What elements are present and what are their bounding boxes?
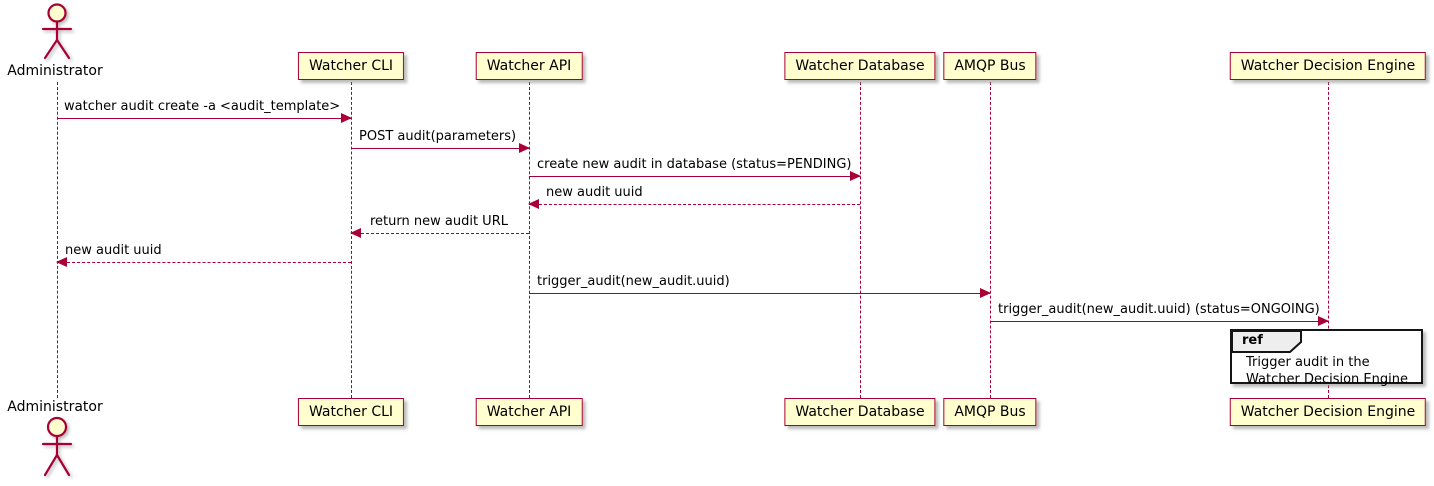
- ref-tab-shape: [1231, 330, 1302, 353]
- lifeline-watcher-api: [529, 82, 530, 398]
- participant-amqp-bus-top: AMQP Bus: [943, 52, 1037, 80]
- message-line: [57, 262, 351, 263]
- ref-keyword: ref: [1242, 333, 1263, 348]
- arrowhead-left-icon: [528, 199, 539, 210]
- ref-text: Trigger audit in the Watcher Decision En…: [1246, 354, 1408, 388]
- participant-watcher-cli-top: Watcher CLI: [297, 52, 405, 80]
- arrowhead-right-icon: [850, 171, 861, 182]
- lifeline-watcher-cli: [351, 82, 352, 398]
- ref-text-line2: Watcher Decision Engine: [1246, 372, 1408, 387]
- arrowhead-left-icon: [56, 257, 67, 268]
- lifeline-amqp-bus: [990, 82, 991, 398]
- actor-icon: [41, 416, 73, 477]
- lifeline-watcher-database: [860, 82, 861, 398]
- actor-label-administrator-bottom: Administrator: [7, 399, 103, 415]
- lifeline-watcher-decision-engine: [1328, 82, 1329, 398]
- message-line: [529, 293, 990, 294]
- participant-watcher-database-top: Watcher Database: [784, 52, 936, 80]
- participant-watcher-decision-engine-bottom: Watcher Decision Engine: [1229, 398, 1427, 426]
- message-line: [351, 148, 529, 149]
- participant-watcher-cli-bottom: Watcher CLI: [297, 398, 405, 426]
- message-line: [351, 233, 529, 234]
- participant-watcher-api-top: Watcher API: [475, 52, 583, 80]
- message-line: [990, 321, 1328, 322]
- message-line: [529, 204, 860, 205]
- message-label: return new audit URL: [370, 214, 508, 229]
- arrowhead-left-icon: [350, 228, 361, 239]
- actor-label-administrator-top: Administrator: [7, 63, 103, 79]
- participant-watcher-api-bottom: Watcher API: [475, 398, 583, 426]
- participant-watcher-database-bottom: Watcher Database: [784, 398, 936, 426]
- actor-icon: [41, 3, 73, 60]
- message-label: POST audit(parameters): [359, 129, 517, 144]
- message-line: [57, 118, 351, 119]
- lifeline-administrator: [57, 82, 58, 398]
- participant-watcher-decision-engine-top: Watcher Decision Engine: [1229, 52, 1427, 80]
- arrowhead-right-icon: [341, 113, 352, 124]
- message-line: [529, 176, 860, 177]
- participant-amqp-bus-bottom: AMQP Bus: [943, 398, 1037, 426]
- message-label: trigger_audit(new_audit.uuid) (status=ON…: [998, 302, 1320, 317]
- message-label: trigger_audit(new_audit.uuid): [537, 274, 730, 289]
- arrowhead-right-icon: [519, 143, 530, 154]
- message-label: new audit uuid: [65, 243, 162, 258]
- ref-text-line1: Trigger audit in the: [1246, 355, 1370, 370]
- message-label: new audit uuid: [546, 185, 643, 200]
- message-label: watcher audit create -a <audit_template>: [64, 99, 341, 114]
- arrowhead-right-icon: [980, 288, 991, 299]
- ref-fragment: ref Trigger audit in the Watcher Decisio…: [1230, 329, 1423, 387]
- arrowhead-right-icon: [1318, 316, 1329, 327]
- message-label: create new audit in database (status=PEN…: [537, 157, 852, 172]
